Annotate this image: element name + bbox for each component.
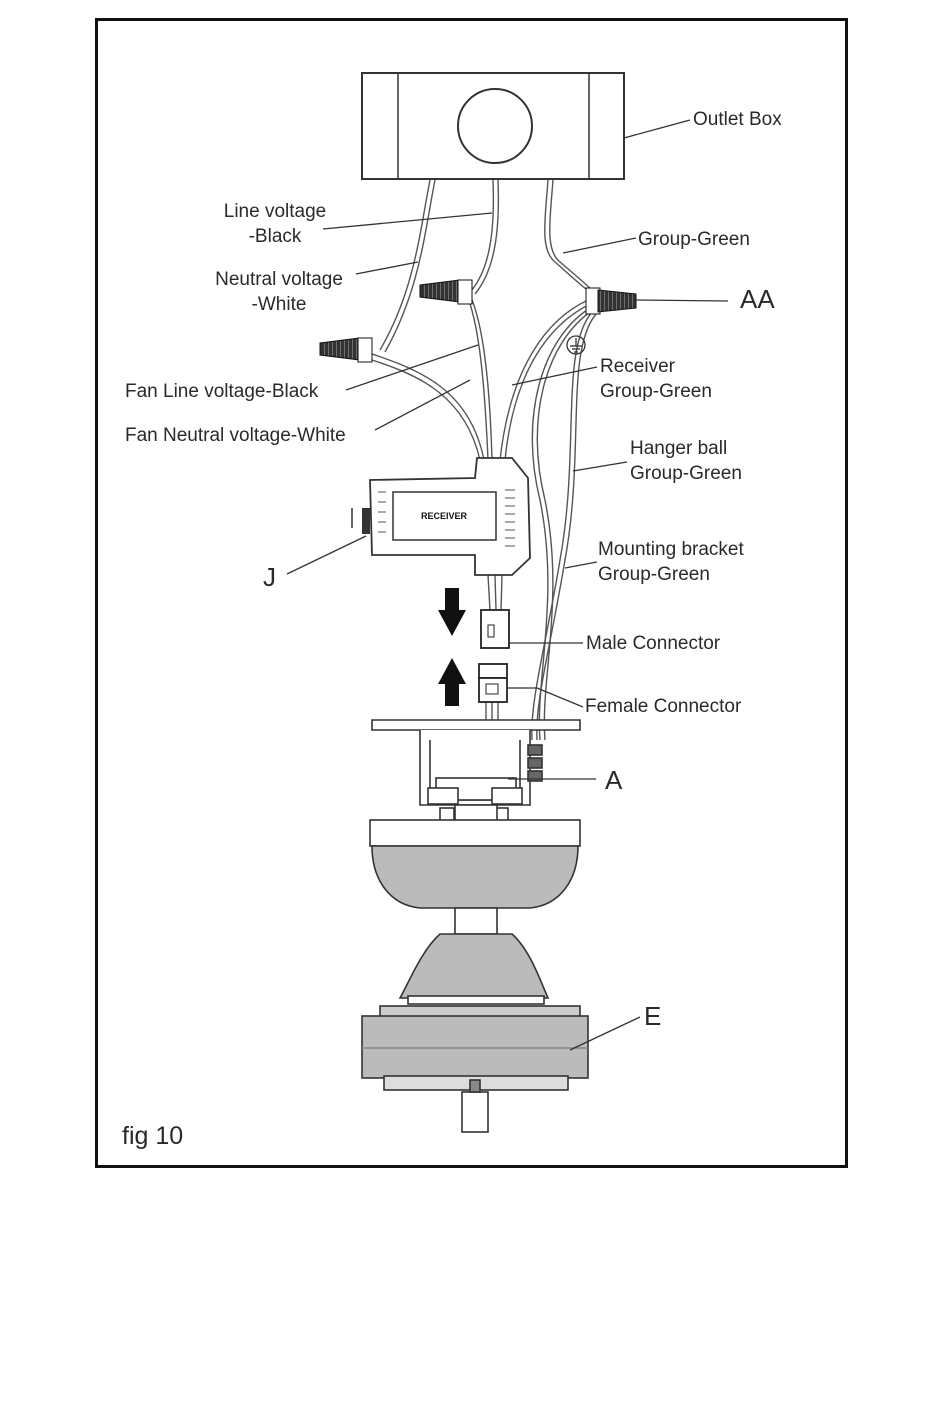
- label-e: E: [644, 1004, 661, 1029]
- label-neutral-voltage: Neutral voltage -White: [204, 267, 354, 317]
- label-aa: AA: [740, 287, 775, 312]
- label-female-connector: Female Connector: [585, 694, 741, 719]
- female-connector: [479, 664, 507, 702]
- label-male-connector: Male Connector: [586, 631, 720, 656]
- label-group-green: Group-Green: [638, 227, 750, 252]
- label-outlet-box: Outlet Box: [693, 107, 782, 132]
- label-line-voltage-2: -Black: [210, 224, 340, 249]
- label-line-voltage: Line voltage -Black: [210, 199, 340, 249]
- wire-nut-aa: [586, 288, 636, 314]
- wire-nut-top: [420, 280, 472, 304]
- label-hanger-ball-group-1: Hanger ball: [630, 436, 742, 461]
- arrow-up-icon: [438, 658, 466, 706]
- label-neutral-voltage-2: -White: [204, 292, 354, 317]
- label-hanger-ball-group-2: Group-Green: [630, 461, 742, 486]
- label-receiver-group-2: Group-Green: [600, 379, 712, 404]
- label-mounting-bracket-group: Mounting bracket Group-Green: [598, 537, 744, 587]
- label-hanger-ball-group: Hanger ball Group-Green: [630, 436, 742, 486]
- wire-nut-left: [320, 338, 372, 362]
- label-neutral-voltage-1: Neutral voltage: [204, 267, 354, 292]
- receiver-text: RECEIVER: [421, 511, 468, 521]
- label-j: J: [263, 565, 276, 590]
- label-a: A: [605, 768, 622, 793]
- label-receiver-group: Receiver Group-Green: [600, 354, 712, 404]
- label-fan-neutral-voltage: Fan Neutral voltage-White: [125, 423, 346, 448]
- outlet-box: [362, 73, 624, 179]
- canopy: [370, 805, 580, 908]
- label-line-voltage-1: Line voltage: [210, 199, 340, 224]
- motor-housing: [362, 908, 588, 1132]
- label-mounting-bracket-group-1: Mounting bracket: [598, 537, 744, 562]
- label-fan-line-voltage: Fan Line voltage-Black: [125, 379, 318, 404]
- label-receiver-group-1: Receiver: [600, 354, 712, 379]
- male-connector: [481, 610, 509, 648]
- label-mounting-bracket-group-2: Group-Green: [598, 562, 744, 587]
- figure-caption: fig 10: [122, 1124, 183, 1149]
- receiver-unit: RECEIVER: [352, 458, 530, 575]
- arrow-down-icon: [438, 588, 466, 636]
